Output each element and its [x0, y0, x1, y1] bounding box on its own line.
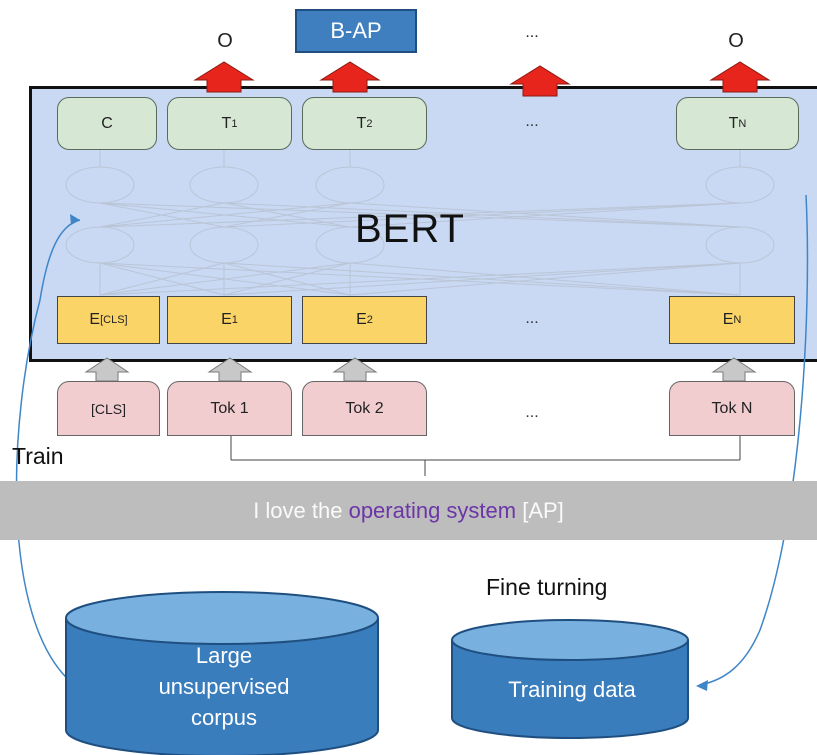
fine-tune-arrow: [699, 194, 809, 686]
bert-title: BERT: [355, 207, 465, 251]
b-ap-label: B-AP: [295, 9, 417, 53]
e-box-cls: E[CLS]: [57, 296, 160, 344]
fine-tune-label: Fine turning: [486, 574, 608, 600]
tok-box-2: Tok 2: [302, 381, 427, 436]
train-label: Train: [12, 443, 64, 469]
output-label-n: O: [728, 30, 744, 52]
train-arrow: [15, 219, 81, 684]
db-right-label: Training data: [508, 677, 636, 702]
tok-box-1: Tok 1: [167, 381, 292, 436]
database-icon-left: [65, 591, 379, 755]
sentence-suffix: [AP]: [516, 497, 564, 523]
tok-box-n: Tok N: [669, 381, 795, 436]
sentence-highlight: operating system: [348, 497, 517, 523]
tok-box-cls: [CLS]: [57, 381, 160, 436]
sentence-prefix: I love the: [253, 497, 349, 523]
output-label-c: O: [217, 30, 233, 52]
database-icon-right: [451, 619, 689, 739]
e-ellipsis: ...: [525, 310, 539, 327]
t-box-c: C: [57, 97, 157, 150]
t-ellipsis: ...: [525, 113, 539, 130]
output-label-ellipsis: ...: [525, 24, 539, 41]
db-left-label: Large unsupervised corpus: [158, 643, 290, 730]
sentence-bar: I love the operating system [AP]: [0, 481, 817, 540]
tok-ellipsis: ...: [525, 404, 539, 421]
